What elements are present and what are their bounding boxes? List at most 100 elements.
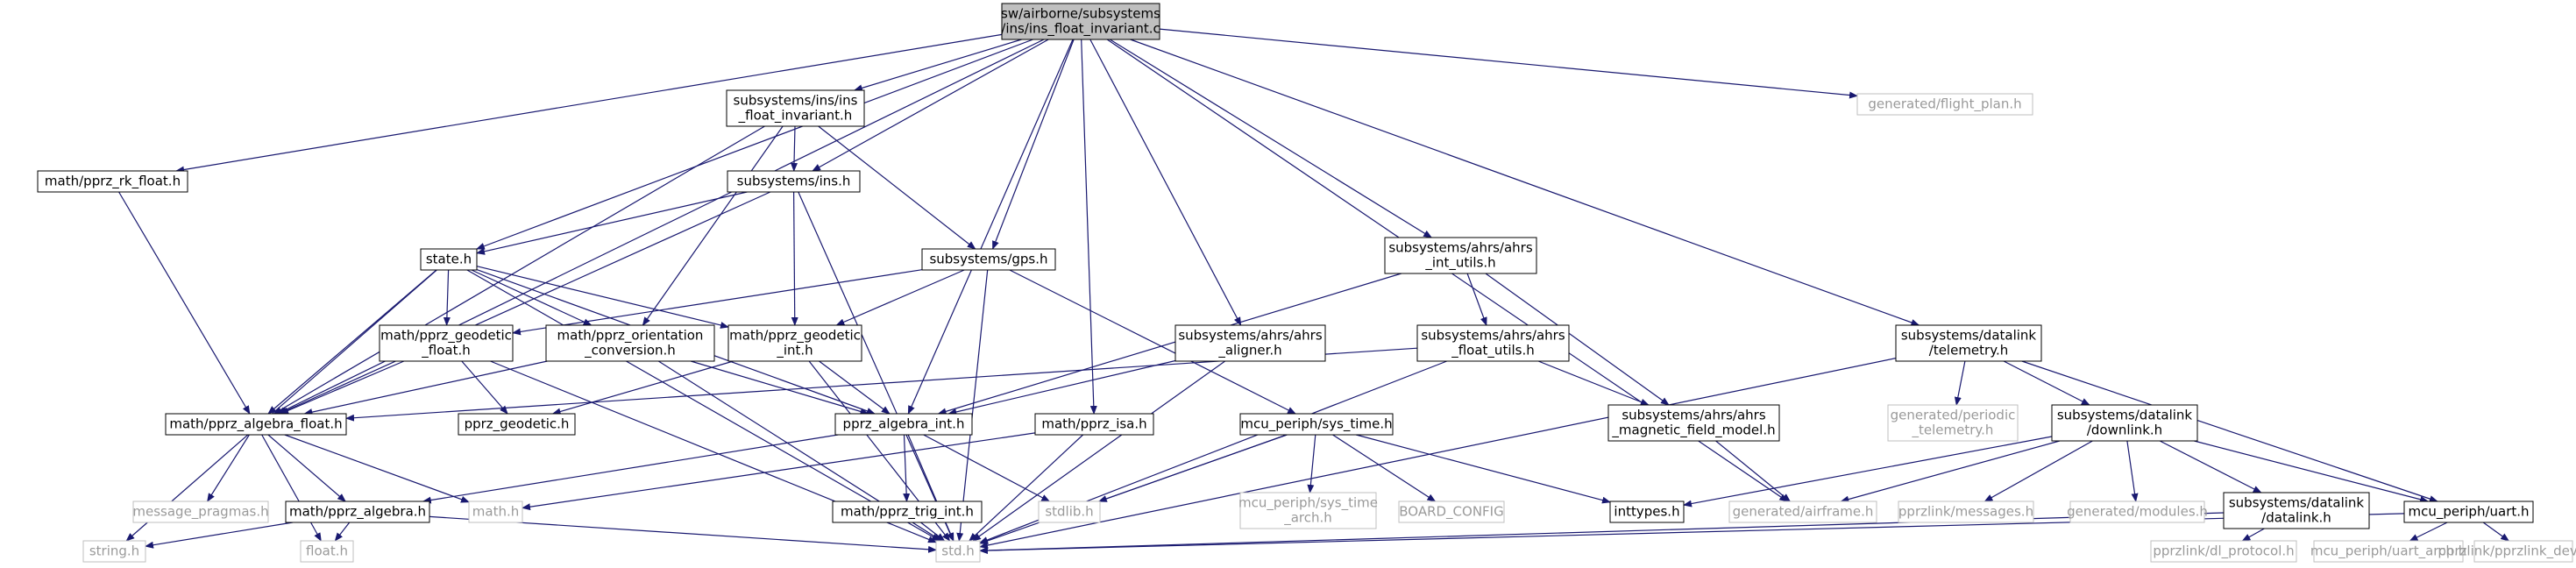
node-downlink_h[interactable]: subsystems/datalink/downlink.h <box>2051 404 2198 442</box>
node-ahrs_float_utils[interactable]: subsystems/ahrs/ahrs_float_utils.h <box>1416 324 1570 362</box>
node-box <box>726 89 865 127</box>
edge-datalink_h-to-std_h <box>979 512 2225 554</box>
edge-algebra_float-to-math_h <box>284 434 470 503</box>
node-box <box>1239 413 1394 436</box>
node-uart_arch: mcu_periph/uart_arch.h <box>2310 540 2466 563</box>
node-box <box>1384 237 1537 274</box>
node-ins_float_inv_h[interactable]: subsystems/ins/ins_float_invariant.h <box>726 89 865 127</box>
node-box <box>727 324 862 362</box>
edge-telemetry_h-to-uart_h <box>2021 360 2438 502</box>
node-label: math/pprz_geodetic <box>729 328 861 344</box>
edge-telemetry_h-to-std_h <box>979 358 1897 550</box>
edge-gps_h-to-geodetic_float <box>512 269 923 336</box>
node-label: subsystems/ahrs/ahrs <box>1421 328 1565 344</box>
node-label: math/pprz_isa.h <box>1041 416 1146 433</box>
node-label: subsystems/datalink <box>1901 328 2037 344</box>
edge-sys_time_h-to-board_config <box>1332 434 1437 502</box>
node-trig_int[interactable]: math/pprz_trig_int.h <box>832 501 983 523</box>
node-isa_h[interactable]: math/pprz_isa.h <box>1034 413 1154 436</box>
node-board_config: BOARD_CONFIG <box>1398 501 1505 523</box>
node-airframe_h: generated/airframe.h <box>1728 501 1877 523</box>
node-box <box>2223 492 2370 529</box>
node-mag_field_model[interactable]: subsystems/ahrs/ahrs_magnetic_field_mode… <box>1607 404 1780 442</box>
edge-ins_float_inv_h-to-gps_h <box>818 125 976 250</box>
edge-root-to-state_h <box>475 39 1033 250</box>
node-box <box>285 501 430 523</box>
edge-geodetic_int-to-algebra_int <box>819 360 891 415</box>
edge-downlink_h-to-airframe_h <box>1840 440 2061 503</box>
node-dl_protocol: pprzlink/dl_protocol.h <box>2150 540 2297 563</box>
node-gps_h[interactable]: subsystems/gps.h <box>921 248 1056 271</box>
node-sys_time_h[interactable]: mcu_periph/sys_time.h <box>1239 413 1394 436</box>
node-label: generated/periodic <box>1891 408 2016 423</box>
node-box <box>2403 501 2534 523</box>
node-geodetic_float[interactable]: math/pprz_geodetic_float.h <box>379 324 514 362</box>
node-label: math.h <box>472 504 519 520</box>
node-float_h: float.h <box>300 540 354 563</box>
node-pprz_geodetic_h[interactable]: pprz_geodetic.h <box>458 413 576 436</box>
node-pprzlink_device: pprzlink/pprzlink_device.h <box>2438 540 2576 563</box>
node-label: _int_utils.h <box>1424 255 1495 272</box>
edge-rk_float-to-algebra_float <box>118 191 251 415</box>
edge-algebra_h-to-float_h <box>334 522 351 542</box>
node-orientation_conv[interactable]: math/pprz_orientation_conversion.h <box>545 324 715 362</box>
node-box <box>82 540 146 563</box>
node-label: pprz_algebra_int.h <box>843 416 965 433</box>
node-ahrs_int_utils[interactable]: subsystems/ahrs/ahrs_int_utils.h <box>1384 237 1537 274</box>
edge-trig_int-to-std_h <box>920 522 946 542</box>
node-std_h: std.h <box>935 540 981 563</box>
node-geodetic_int[interactable]: math/pprz_geodetic_int.h <box>727 324 862 362</box>
node-string_h: string.h <box>82 540 146 563</box>
edge-state_h-to-algebra_float <box>267 269 437 415</box>
node-box <box>379 324 514 362</box>
node-box <box>2150 540 2297 563</box>
node-label: pprz_geodetic.h <box>465 416 570 433</box>
edge-ins_float_inv_h-to-orientation_conv <box>642 125 784 326</box>
edge-root-to-ins_float_inv_h <box>853 39 1022 92</box>
node-box <box>1034 413 1154 436</box>
node-label: subsystems/datalink <box>2057 408 2193 423</box>
node-flight_plan: generated/flight_plan.h <box>1856 93 2033 116</box>
node-ins_h[interactable]: subsystems/ins.h <box>727 170 861 193</box>
edge-mag_field_model-to-airframe_h <box>1715 440 1792 502</box>
node-algebra_int[interactable]: pprz_algebra_int.h <box>834 413 973 436</box>
edge-isa_h-to-math_h <box>522 432 1036 511</box>
edge-downlink_h-to-datalink_h <box>2159 440 2262 493</box>
edge-downlink_h-to-messages_h <box>1983 440 2093 502</box>
node-datalink_h[interactable]: subsystems/datalink/datalink.h <box>2223 492 2370 529</box>
edge-downlink_h-to-inttypes_h <box>1683 436 2053 508</box>
edge-algebra_int-to-trig_int <box>903 434 911 502</box>
node-label: generated/modules.h <box>2067 504 2208 520</box>
edge-state_h-to-string_h <box>125 269 437 542</box>
node-modules_h: generated/modules.h <box>2067 501 2208 523</box>
node-label: mcu_periph/uart_arch.h <box>2310 543 2466 560</box>
edge-sys_time_h-to-inttypes_h <box>1356 434 1611 504</box>
node-algebra_h[interactable]: math/pprz_algebra.h <box>285 501 430 523</box>
edge-ahrs_int_utils-to-ahrs_float_utils <box>1466 273 1487 326</box>
edge-root-to-rk_float <box>175 33 1003 174</box>
node-label: inttypes.h <box>1614 504 1679 520</box>
node-label: subsystems/ins/ins <box>734 93 858 109</box>
node-box <box>935 540 981 563</box>
edge-ahrs_int_utils-to-algebra_int <box>937 273 1402 415</box>
edge-ins_h-to-geodetic_int <box>791 191 798 326</box>
node-box <box>1609 501 1685 523</box>
edge-algebra_float-to-algebra_h <box>267 434 346 502</box>
edge-geodetic_int-to-pprz_geodetic_h <box>551 360 734 415</box>
node-box <box>2051 404 2198 442</box>
node-uart_h[interactable]: mcu_periph/uart.h <box>2403 501 2534 523</box>
node-label: mcu_periph/uart.h <box>2408 504 2529 521</box>
edge-uart_h-to-uart_arch <box>2409 522 2448 542</box>
edge-gps_h-to-geodetic_int <box>835 269 965 326</box>
node-root[interactable]: sw/airborne/subsystems/ins/ins_float_inv… <box>1001 3 1160 40</box>
node-inttypes_h[interactable]: inttypes.h <box>1609 501 1685 523</box>
node-label: subsystems/ahrs/ahrs <box>1388 240 1533 256</box>
node-ahrs_aligner[interactable]: subsystems/ahrs/ahrs_aligner.h <box>1174 324 1326 362</box>
node-label: _float_invariant.h <box>738 108 853 124</box>
node-label: math/pprz_algebra.h <box>289 504 426 521</box>
node-algebra_float[interactable]: math/pprz_algebra_float.h <box>165 413 347 436</box>
node-label: _int.h <box>776 343 813 359</box>
node-state_h[interactable]: state.h <box>420 248 478 271</box>
node-telemetry_h[interactable]: subsystems/datalink/telemetry.h <box>1895 324 2042 362</box>
node-rk_float[interactable]: math/pprz_rk_float.h <box>37 170 188 193</box>
